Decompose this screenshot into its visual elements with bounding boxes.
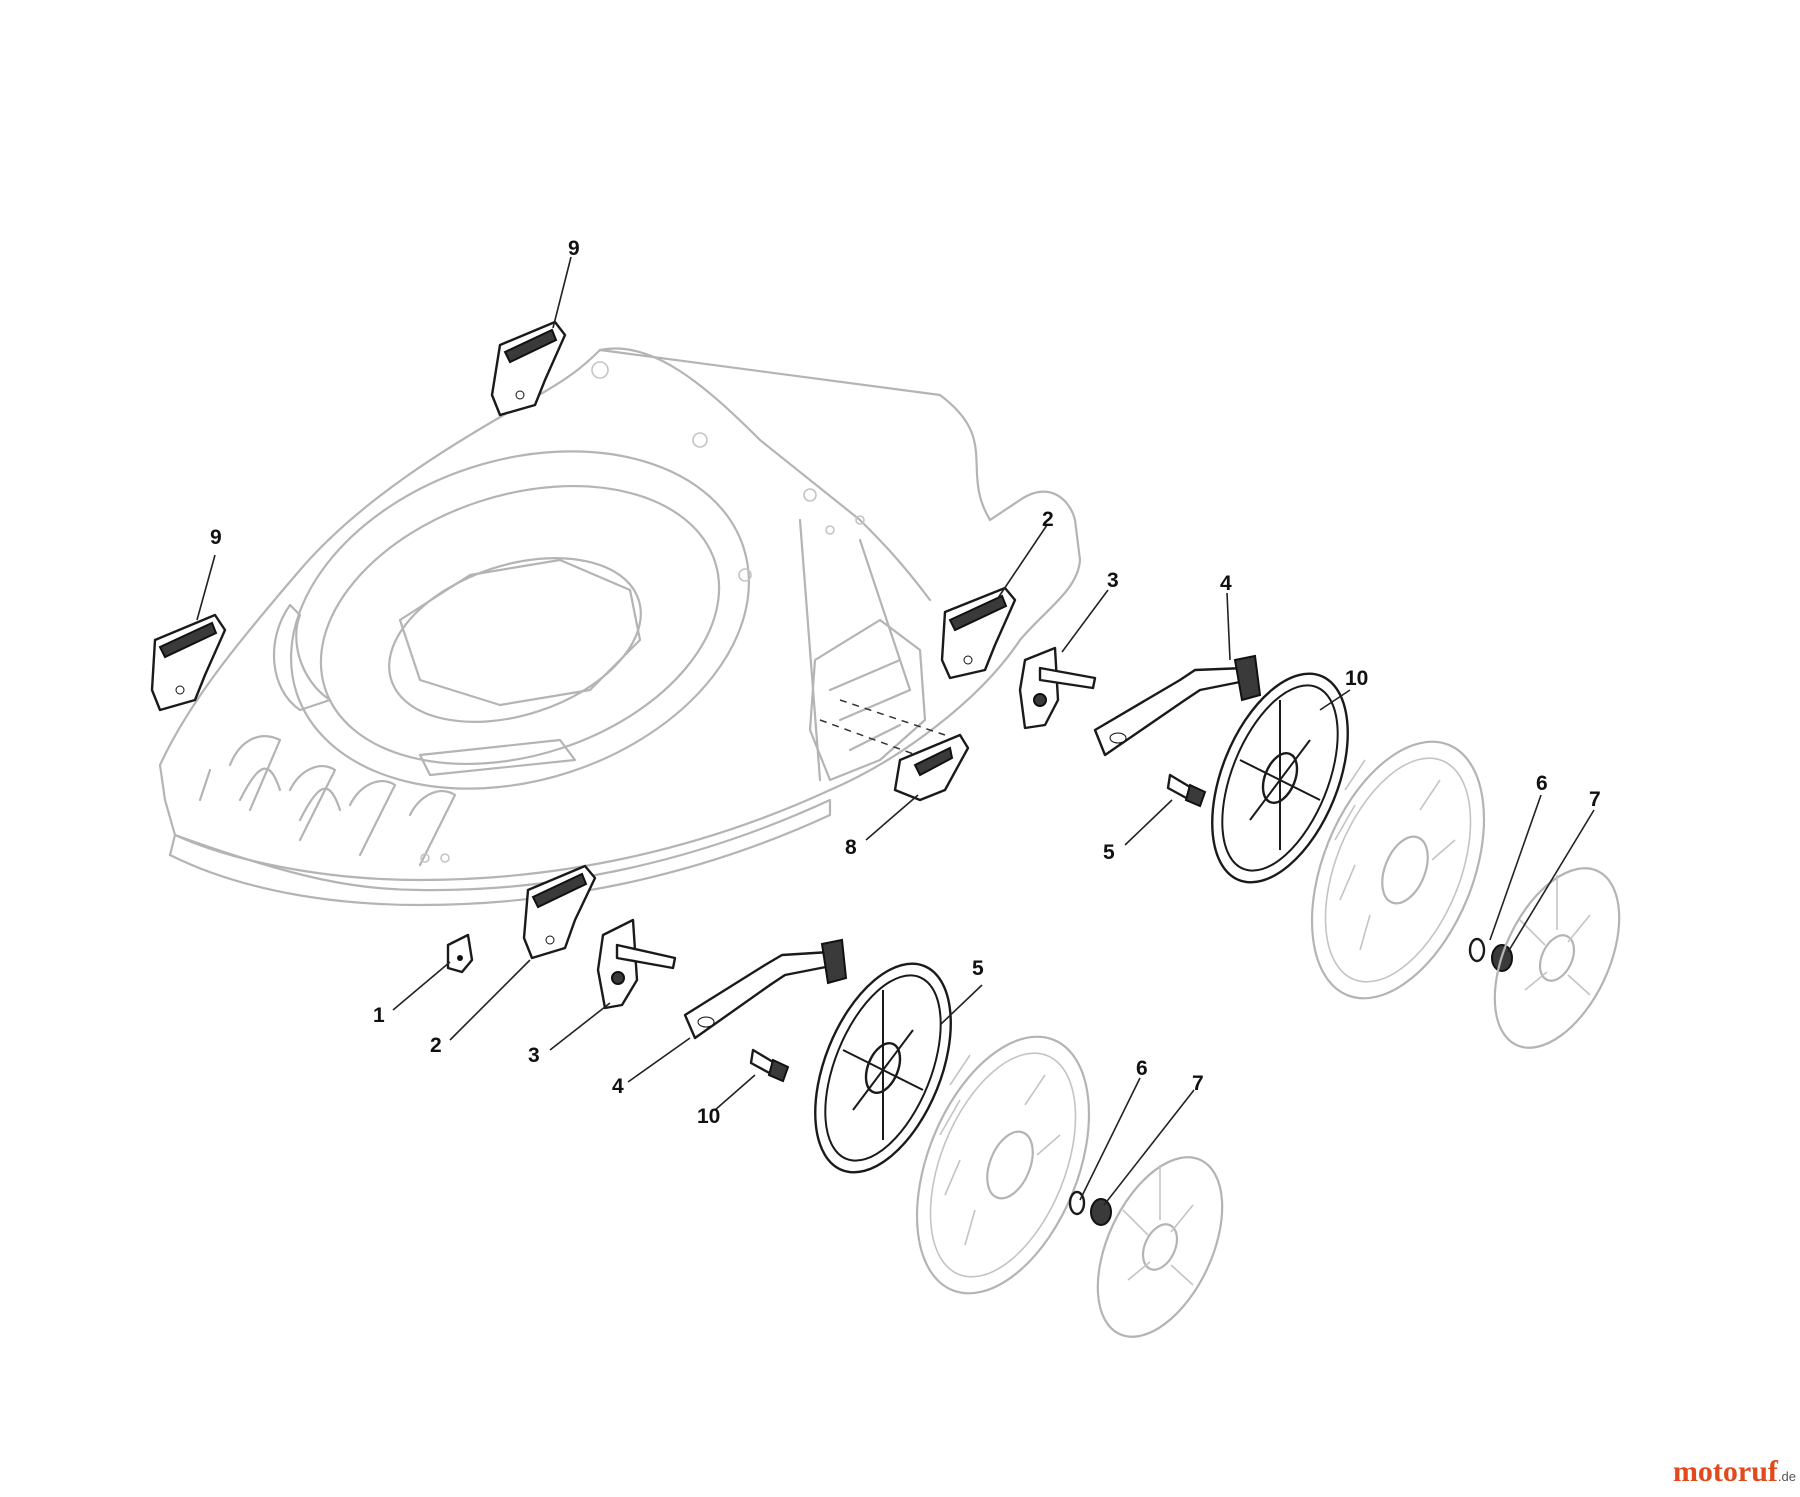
leader-lines	[196, 256, 1595, 1206]
callout-6-lower: 6	[1136, 1057, 1148, 1080]
wheel-hub-10-lower	[814, 962, 952, 1174]
nut-7-lower	[1090, 1198, 1112, 1226]
watermark-logo: motoruf.de	[1673, 1455, 1796, 1489]
callout-5-right: 5	[1103, 841, 1115, 864]
height-adjuster-plate-9-top	[490, 320, 567, 417]
callout-4-lower: 4	[612, 1075, 624, 1098]
axle-arm-4-lower	[683, 938, 848, 1040]
callout-2-lower: 2	[430, 1034, 442, 1057]
callout-7-right: 7	[1589, 788, 1601, 811]
pivot-bracket-3-right	[1018, 646, 1097, 730]
callout-8: 8	[845, 836, 857, 859]
callout-9-left: 9	[210, 526, 222, 549]
callout-10-lower: 5	[972, 957, 984, 980]
callout-7-lower: 7	[1192, 1072, 1204, 1095]
callout-10-right: 10	[1345, 667, 1368, 690]
callout-labels: 9 9 2 3 4 10 6 7 8 5 1 2 3 4 10 5 6 7	[210, 237, 1601, 1128]
washer-6-right	[1468, 937, 1486, 963]
callout-1: 1	[373, 1004, 385, 1027]
wheel-cap-right	[1493, 867, 1621, 1049]
height-adjuster-plate-2-lower	[522, 864, 597, 960]
callout-4-right: 4	[1220, 572, 1232, 595]
watermark-brand: motoruf	[1672, 1455, 1778, 1488]
bolt-5-lower	[749, 1048, 790, 1083]
callout-5-lower: 10	[697, 1105, 720, 1128]
callout-2-right: 2	[1042, 508, 1054, 531]
callout-3-right: 3	[1107, 569, 1119, 592]
watermark-tld: .de	[1777, 1469, 1796, 1484]
mower-deck-outline	[158, 347, 1082, 907]
bolt-5-right	[1166, 773, 1207, 808]
callout-6-right: 6	[1536, 772, 1548, 795]
part-8	[819, 699, 970, 802]
pivot-bracket-3-lower	[596, 918, 677, 1010]
callout-9-top: 9	[568, 237, 580, 260]
height-adjuster-plate-2-right	[940, 586, 1017, 680]
callout-3-lower: 3	[528, 1044, 540, 1067]
clip-part-1	[446, 933, 474, 974]
wheel-hub-10-right	[1211, 672, 1349, 884]
wheel-right	[1310, 740, 1486, 1000]
wheel-cap-lower	[1096, 1156, 1224, 1338]
axle-arm-4-right	[1093, 654, 1262, 757]
height-adjuster-plate-9-left	[150, 613, 227, 712]
